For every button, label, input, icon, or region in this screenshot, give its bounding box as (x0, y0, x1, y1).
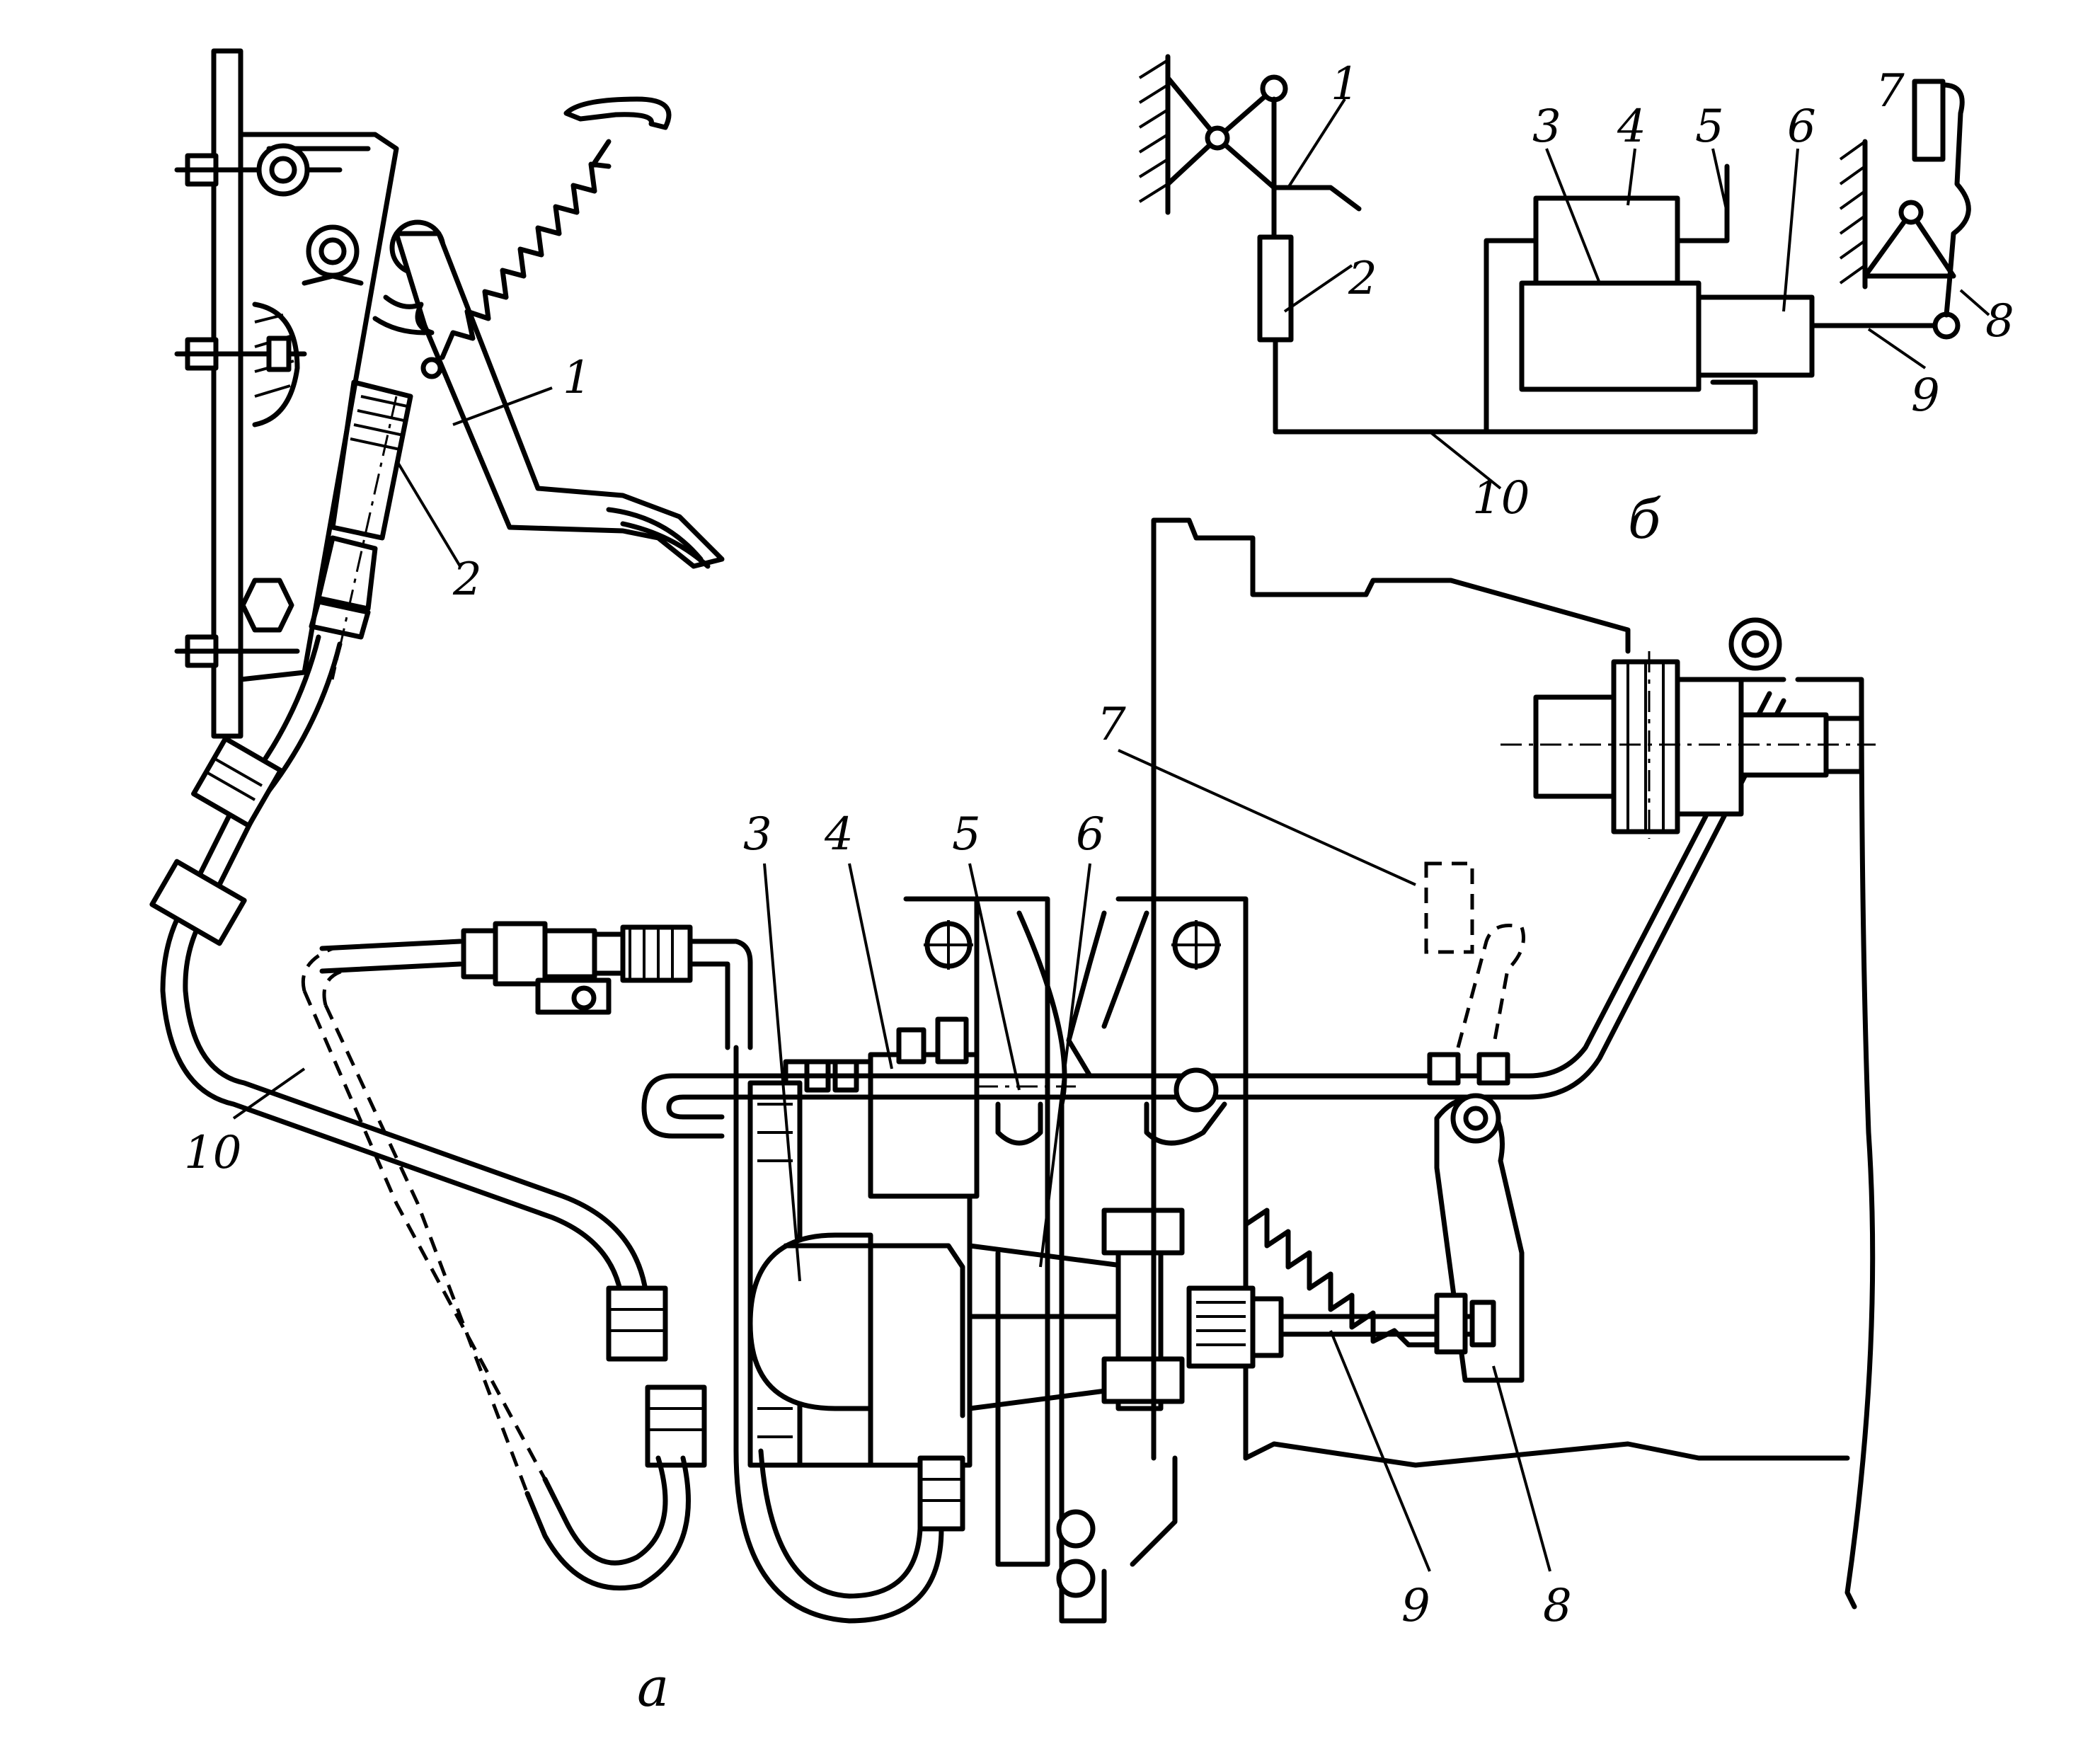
air-pipe (733, 691, 1786, 1146)
feed-pipe (319, 921, 753, 1050)
bolt-icon (174, 634, 300, 668)
label-1: 1 (563, 352, 592, 404)
label-b-4: 4 (1617, 101, 1646, 153)
master-cylinder (309, 379, 413, 680)
bolt-icon (1056, 1559, 1096, 1598)
label-b-9: 9 (1911, 369, 1940, 422)
hose-fitting-icon (149, 736, 283, 946)
label-4: 4 (824, 808, 854, 861)
release-lever (1424, 861, 1525, 1383)
label-b-7: 7 (1876, 65, 1905, 117)
clutch-shaft-unit (1501, 617, 1876, 839)
bolt-icon (1056, 1509, 1096, 1549)
nut-icon (240, 578, 294, 633)
label-b-6: 6 (1787, 101, 1816, 153)
label-9: 9 (1401, 1580, 1430, 1632)
caption-a: а (637, 1656, 669, 1719)
push-rod (1186, 1285, 1496, 1369)
label-5: 5 (952, 808, 981, 861)
label-6: 6 (1076, 808, 1105, 861)
leader-lines-a (232, 386, 1551, 1572)
clutch-pedal (394, 231, 725, 569)
label-2: 2 (452, 553, 482, 606)
return-spring-icon (440, 161, 612, 360)
label-7: 7 (1097, 699, 1126, 751)
hose-fitting-icon (606, 1285, 707, 1468)
label-b-10: 10 (1472, 472, 1530, 524)
label-10: 10 (184, 1127, 241, 1179)
label-3: 3 (743, 808, 772, 861)
label-b-1: 1 (1331, 58, 1360, 110)
pneumatic-booster (641, 1016, 1185, 1624)
label-b-5: 5 (1695, 101, 1724, 153)
hydraulic-hose (149, 634, 707, 1591)
label-b-2: 2 (1348, 253, 1377, 305)
pedal-assembly (174, 48, 725, 739)
engine-outline (1151, 517, 1876, 1610)
schematic-b (1138, 54, 1990, 490)
bolt-icon (174, 335, 307, 372)
label-b-8: 8 (1985, 295, 2014, 348)
alternate-hose-dashed (301, 939, 547, 1494)
caption-b: б (1628, 488, 1661, 551)
label-8: 8 (1543, 1580, 1572, 1632)
label-b-3: 3 (1532, 101, 1561, 153)
